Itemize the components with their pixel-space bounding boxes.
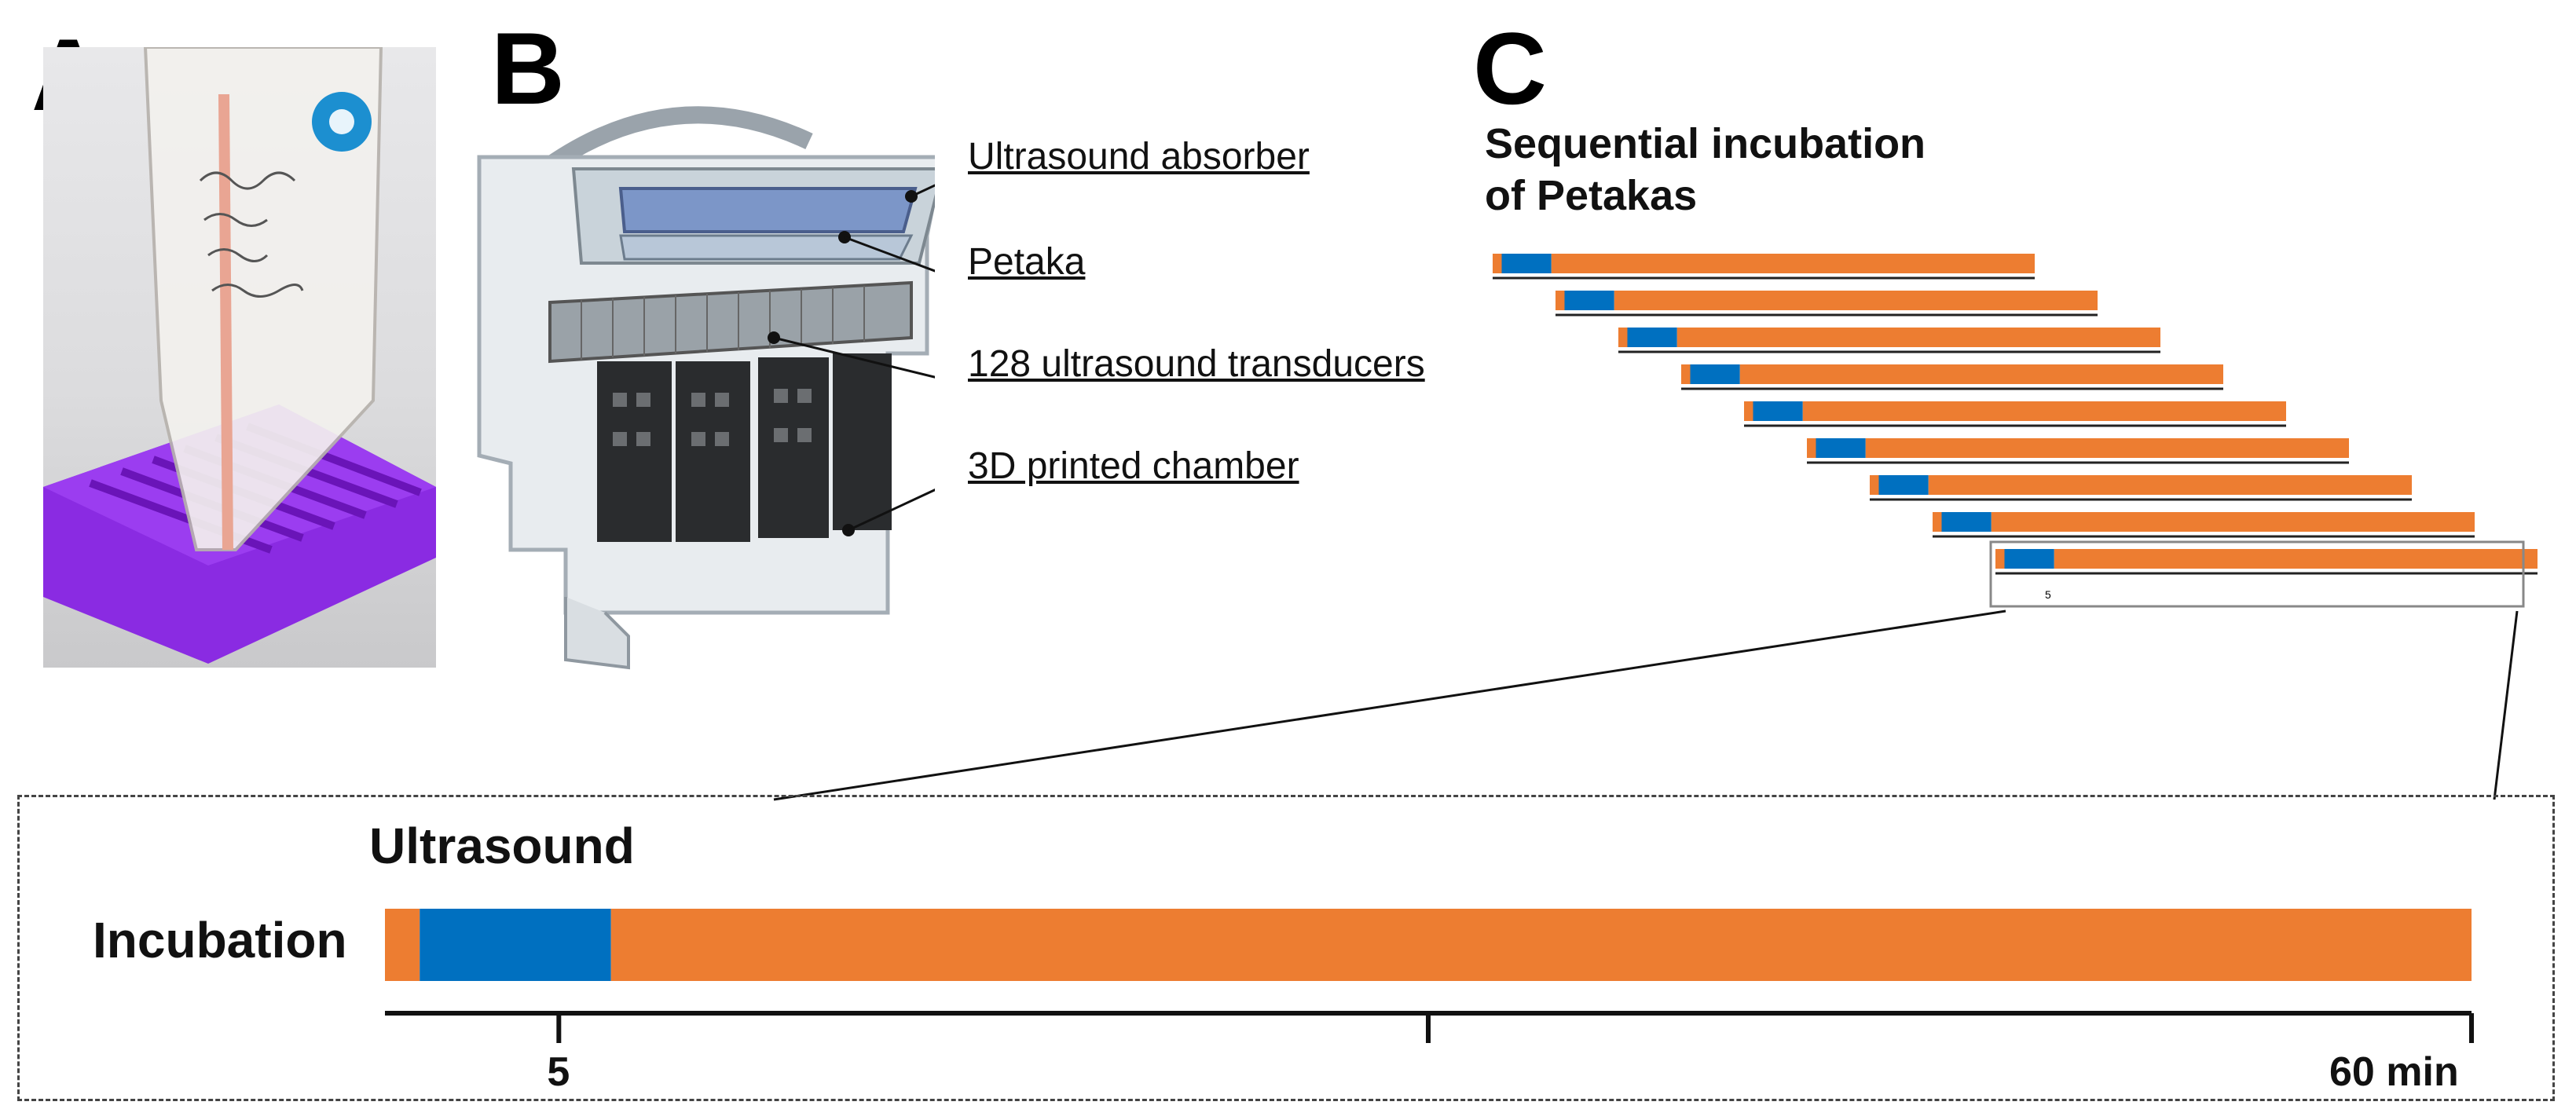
- petaka-5-segment-incubation: [1744, 401, 1753, 421]
- panel-letter-c: C: [1473, 11, 1547, 126]
- petaka-2-segment-incubation: [1614, 291, 2098, 310]
- petaka-7-segment-incubation: [1928, 475, 2412, 495]
- handwriting: [199, 171, 304, 298]
- callout-ultrasound-absorber: Ultrasound absorber: [968, 136, 1310, 178]
- petaka-4-segment-incubation: [1739, 364, 2223, 384]
- petaka-3-segment-incubation: [1618, 328, 1628, 347]
- petaka-7-segment-ultrasound: [1878, 475, 1929, 495]
- petaka-1-segment-incubation: [1493, 254, 1502, 273]
- callout-leaders: [773, 184, 935, 532]
- petaka-2-segment-incubation: [1555, 291, 1565, 310]
- petaka-5-segment-ultrasound: [1753, 401, 1803, 421]
- zoomed-timeline-box: [17, 795, 2555, 1101]
- petaka-8-segment-incubation: [1991, 512, 2475, 532]
- transducer-array: [548, 280, 913, 364]
- petaka-8-segment-incubation: [1933, 512, 1942, 532]
- petaka-9-segment-ultrasound: [2004, 549, 2054, 569]
- sequential-incubation-title: Sequential incubation of Petakas: [1485, 118, 2035, 221]
- petaka-2-segment-ultrasound: [1564, 291, 1614, 310]
- transducer-grid: [581, 286, 865, 360]
- tick-label-5: 5: [547, 1049, 570, 1095]
- petaka-6-segment-incubation: [1865, 438, 2349, 458]
- title-line-1: Sequential incubation: [1485, 120, 1926, 167]
- petaka-4-segment-ultrasound: [1690, 364, 1740, 384]
- device-foot: [564, 597, 630, 670]
- zoom-segment-incubation: [385, 909, 420, 981]
- petaka-8-segment-ultrasound: [1941, 512, 1992, 532]
- petaka-3-segment-ultrasound: [1627, 328, 1677, 347]
- petaka-6-segment-ultrasound: [1816, 438, 1866, 458]
- device-handle: [544, 106, 813, 173]
- callout-3d-chamber: 3D printed chamber: [968, 445, 1299, 487]
- petaka-flask: [143, 47, 383, 551]
- zoomed-timeline-axis: [385, 1011, 2474, 1043]
- title-line-2: of Petakas: [1485, 172, 1698, 219]
- flask-edge: [218, 93, 233, 551]
- zoom-segment-ultrasound: [420, 909, 611, 981]
- petaka-layer: [619, 234, 914, 261]
- zoom-source-box: [1989, 540, 2525, 608]
- tick-label-60-min: 60 min: [2329, 1049, 2459, 1095]
- zoomed-timeline-bar: [385, 909, 2472, 981]
- callout-petaka: Petaka: [968, 241, 1086, 283]
- callout-transducers: 128 ultrasound transducers: [968, 343, 1425, 385]
- petaka-3-segment-incubation: [1676, 328, 2160, 347]
- petaka-4-segment-incubation: [1681, 364, 1691, 384]
- petaka-6-segment-incubation: [1807, 438, 1816, 458]
- petaka-1-segment-incubation: [1551, 254, 2035, 273]
- petaka-photo: [43, 47, 436, 668]
- petaka-1-segment-ultrasound: [1501, 254, 1552, 273]
- zoom-segment-incubation: [610, 909, 2472, 981]
- petaka-5-segment-incubation: [1802, 401, 2286, 421]
- transducer-housings: [597, 353, 892, 542]
- zoom-connector-left: [773, 609, 2006, 801]
- petaka-9-segment-incubation: [1995, 549, 2005, 569]
- petaka-photo-illustration: [43, 47, 436, 664]
- chamber-device-illustration: [477, 106, 935, 670]
- petaka-timelines: [1493, 254, 2538, 575]
- panel-letter-b: B: [491, 11, 565, 126]
- incubation-label: Incubation: [93, 912, 347, 968]
- zoom-source-tick-label: 5: [2045, 588, 2051, 601]
- ultrasound-absorber: [618, 187, 918, 233]
- petaka-9-segment-incubation: [2054, 549, 2538, 569]
- zoom-connector-right: [2493, 610, 2519, 800]
- petaka-7-segment-incubation: [1870, 475, 1879, 495]
- ultrasound-label: Ultrasound: [369, 818, 635, 874]
